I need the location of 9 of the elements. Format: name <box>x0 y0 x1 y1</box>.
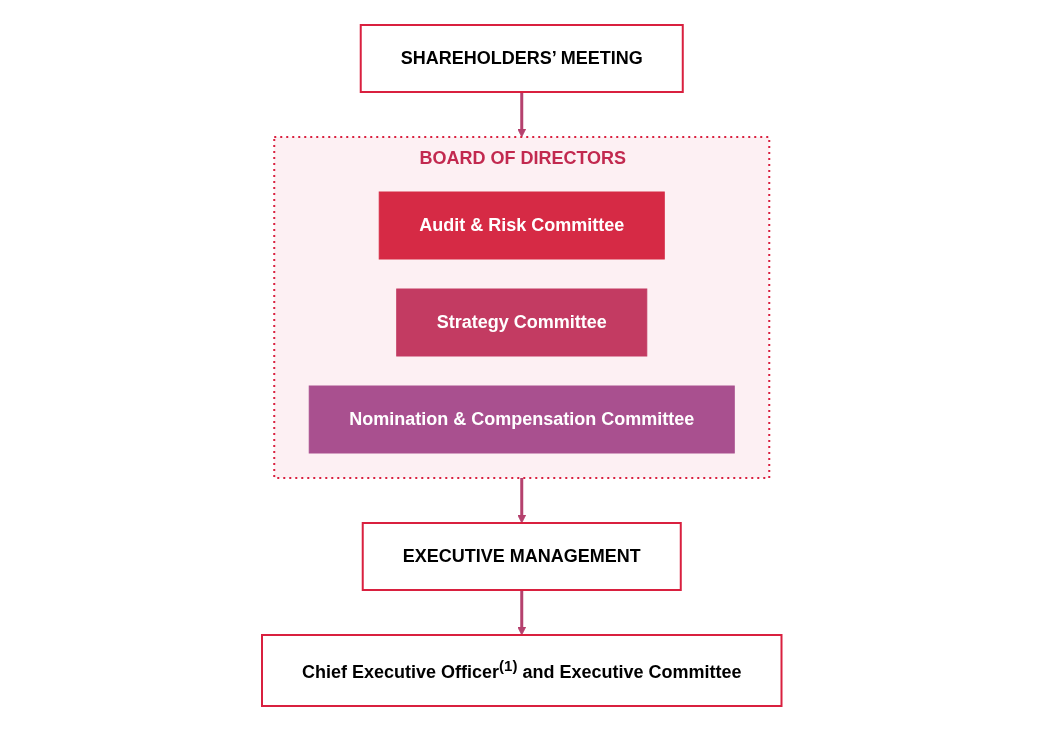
node-box: EXECUTIVE MANAGEMENT <box>361 522 682 591</box>
arrow <box>517 590 526 636</box>
node-box: SHAREHOLDERS’ MEETING <box>359 24 684 93</box>
node-box: Nomination & Compensation Committee <box>308 385 735 454</box>
node-box: Strategy Committee <box>396 288 647 357</box>
arrow <box>517 92 526 138</box>
node-box: Chief Executive Officer$^{(1)}$ and Executive Committee <box>260 634 783 707</box>
node-box: Audit & Risk Committee <box>378 191 665 260</box>
arrow <box>517 478 526 524</box>
